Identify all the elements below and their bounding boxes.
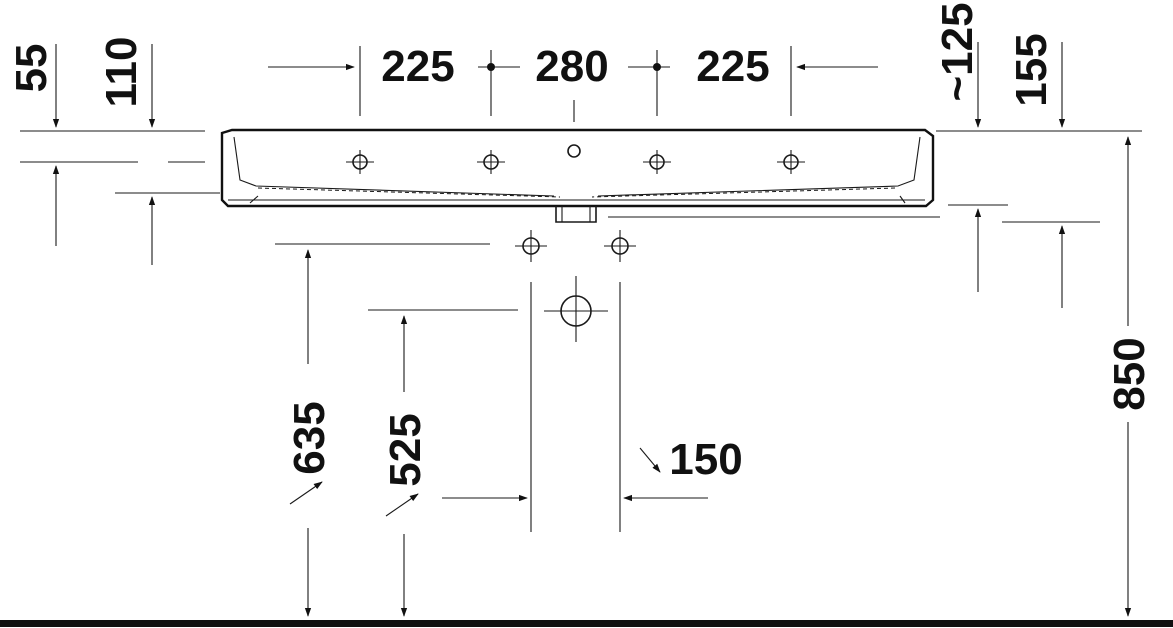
waste-height-dimension [368,309,518,617]
dim-225-left: 225 [381,42,454,91]
tap-hole-4 [777,150,805,174]
water-supply-left [515,230,547,262]
waste-outlet [544,276,608,342]
dim-850: 850 [1105,337,1154,410]
dim-110: 110 [97,37,146,108]
dim-635: 635 [285,401,334,474]
overflow-hole [567,144,581,158]
basin-drain-outlet [555,206,597,223]
dim-280: 280 [535,42,608,91]
basin-outline [220,128,935,208]
dim-525: 525 [381,413,430,486]
left-vertical-dimensions [20,44,220,265]
tap-hole-2 [477,150,505,174]
dim-125: ~125 [933,2,982,101]
supply-height-dimension [275,243,490,617]
supply-spacing-dimension [442,447,708,502]
floor-line [0,620,1173,627]
top-horizontal-dimensions [268,46,878,116]
water-supply-right [604,230,636,262]
tap-hole-1 [346,150,374,174]
dim-150: 150 [669,435,742,484]
tap-hole-3 [643,150,671,174]
right-vertical-dimensions [608,42,1142,308]
dim-225-right: 225 [696,42,769,91]
supply-pipe-lines [530,282,621,532]
dim-55: 55 [7,44,56,93]
dim-155: 155 [1007,33,1056,106]
